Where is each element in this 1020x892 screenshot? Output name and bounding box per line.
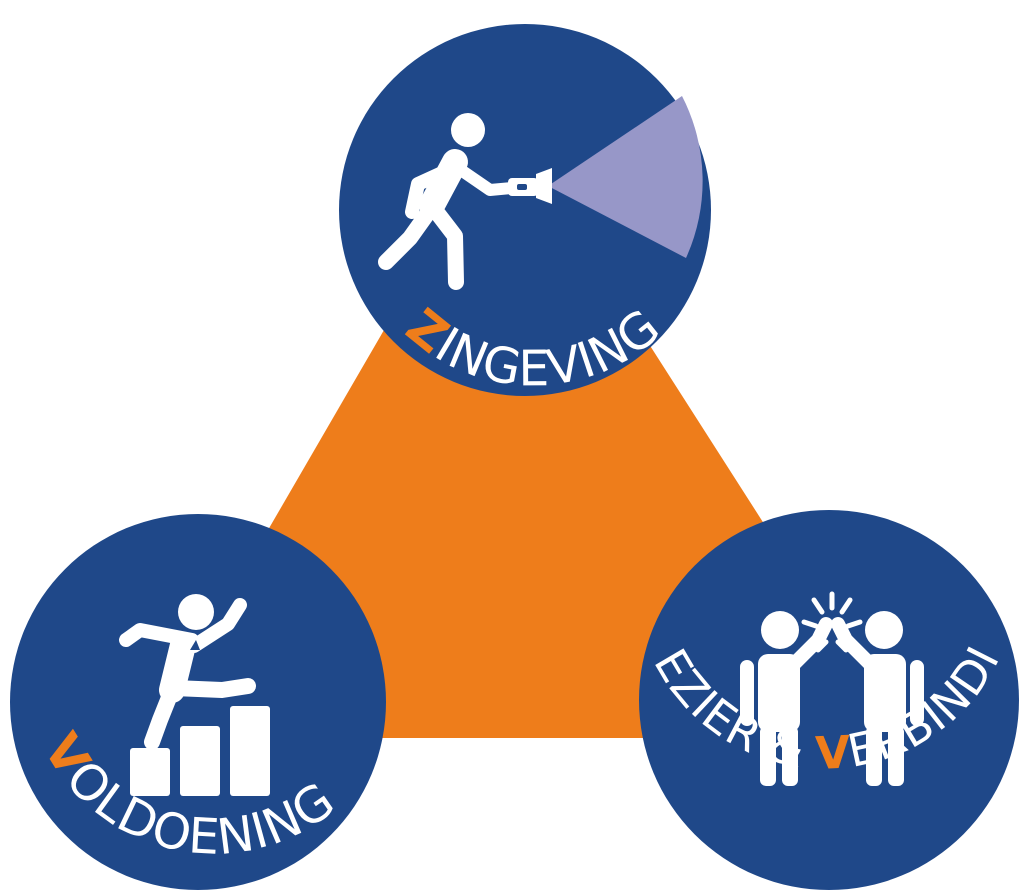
person-climbing-steps-icon: [119, 594, 270, 796]
plezier-initial: P: [0, 0, 17, 11]
circle-voldoening-bg: [10, 514, 386, 890]
running-person-flashlight-icon: [378, 113, 552, 290]
orange-triangle: [268, 330, 768, 738]
high-five-icon: [740, 591, 924, 786]
circle-zingeving: ZINGEVING: [339, 24, 711, 397]
circle-voldoening: VOLDOENING: [10, 514, 386, 890]
flashlight-beam: [548, 96, 703, 258]
circle-zingeving-bg: [339, 24, 711, 396]
verbinding-initial: V: [814, 725, 852, 779]
circle-plezier-verbinding-bg: [639, 510, 1019, 890]
